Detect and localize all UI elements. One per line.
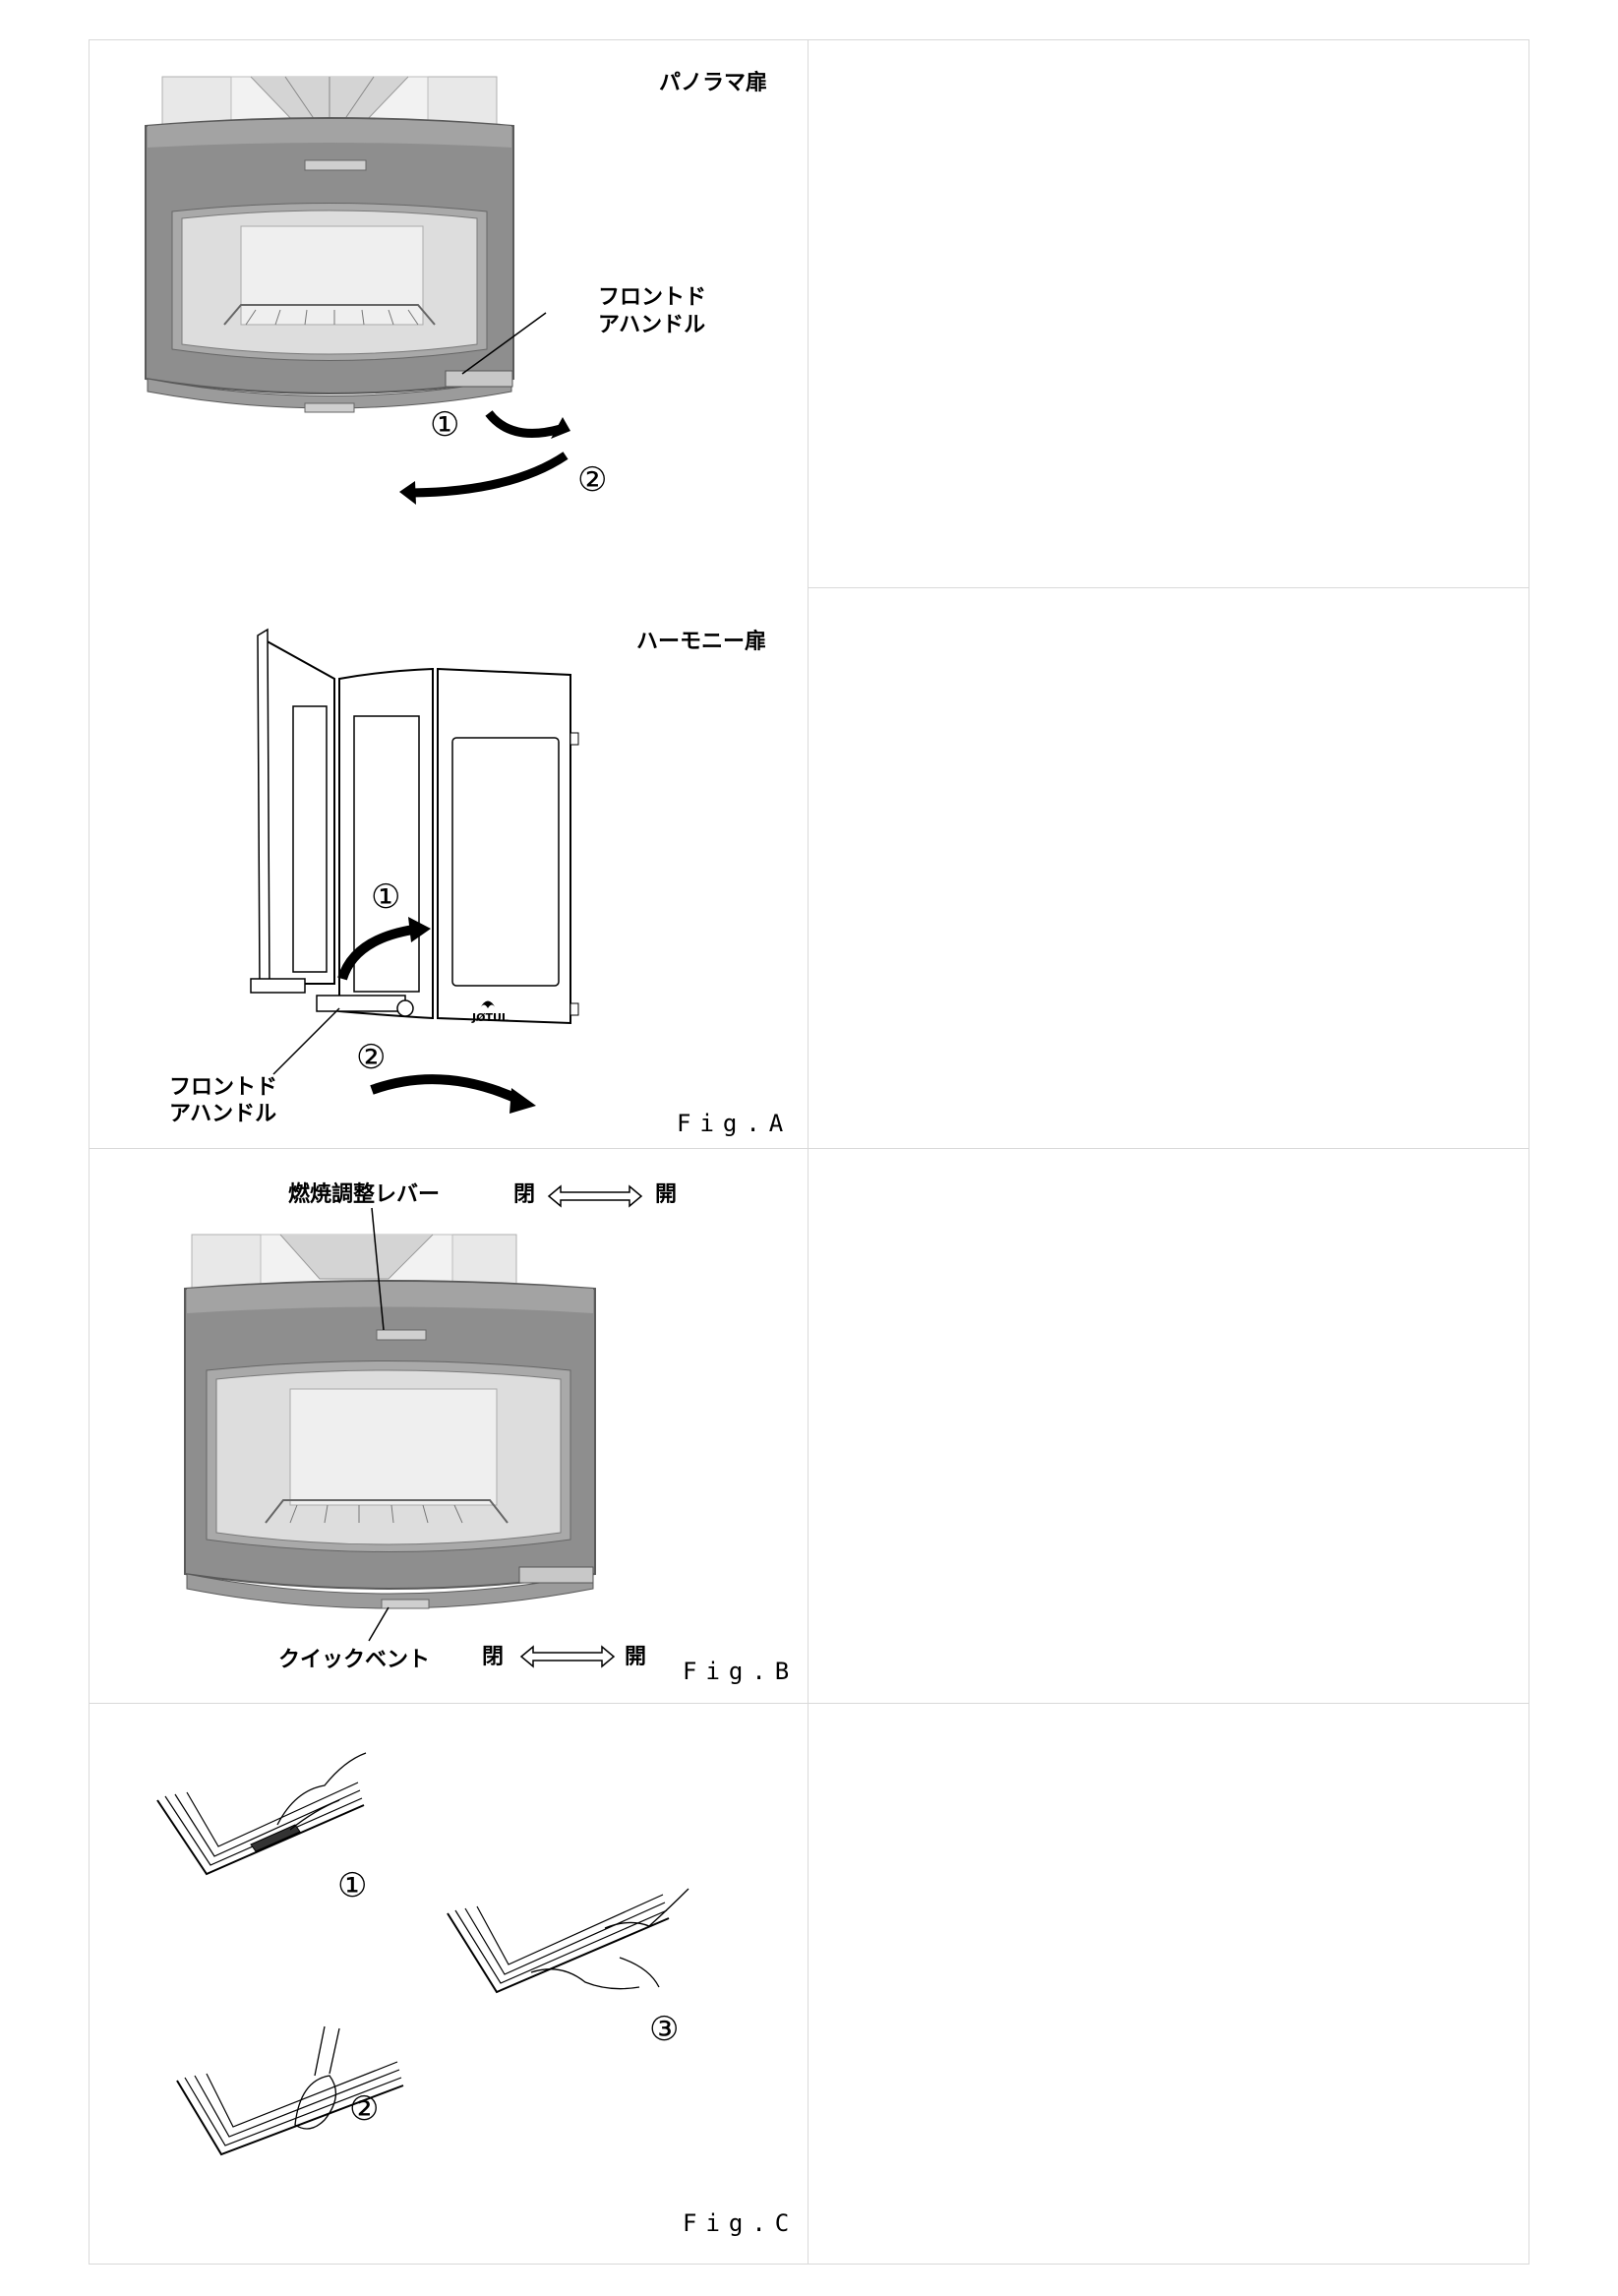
harmony-handle-label-line2: アハンドル	[169, 1102, 277, 1126]
figure-c-cell	[89, 1703, 809, 2265]
figure-b-cell	[89, 1148, 809, 1704]
panorama-step-1: ①	[430, 405, 460, 445]
notes-cell-3	[808, 1148, 1529, 1704]
figure-c-caption: Fig.C	[683, 2209, 799, 2237]
gasket-step-2: ②	[349, 2089, 380, 2129]
harmony-door-label: ハーモニー扉	[636, 630, 767, 654]
notes-cell-4	[808, 1703, 1529, 2265]
gasket-step-1: ①	[337, 1866, 368, 1905]
panorama-step-2: ②	[577, 460, 608, 500]
quick-vent-label: クイックベント	[278, 1648, 431, 1672]
harmony-handle-label-line1: フロントド	[169, 1075, 278, 1100]
figure-a-cell	[89, 39, 809, 1149]
notes-cell-2	[808, 587, 1529, 1149]
quick-vent-closed: 閉	[482, 1645, 505, 1669]
quick-vent-open: 開	[625, 1645, 647, 1669]
panorama-door-label: パノラマ扉	[659, 71, 768, 95]
figure-b-caption: Fig.B	[683, 1658, 799, 1685]
combustion-lever-open: 開	[655, 1182, 678, 1207]
panorama-handle-label-line1: フロントド	[598, 285, 707, 310]
panorama-handle-label-line2: アハンドル	[598, 313, 706, 337]
notes-cell-1	[808, 39, 1529, 588]
gasket-step-3: ③	[649, 2010, 680, 2049]
harmony-logo-text: JØTUL	[472, 1011, 509, 1024]
figure-table	[89, 39, 1529, 2265]
combustion-lever-closed: 閉	[513, 1182, 536, 1207]
figure-a-caption: Fig.A	[677, 1110, 793, 1137]
harmony-step-1: ①	[371, 877, 401, 917]
harmony-step-2: ②	[356, 1038, 387, 1077]
combustion-lever-label: 燃焼調整レバー	[288, 1182, 441, 1207]
